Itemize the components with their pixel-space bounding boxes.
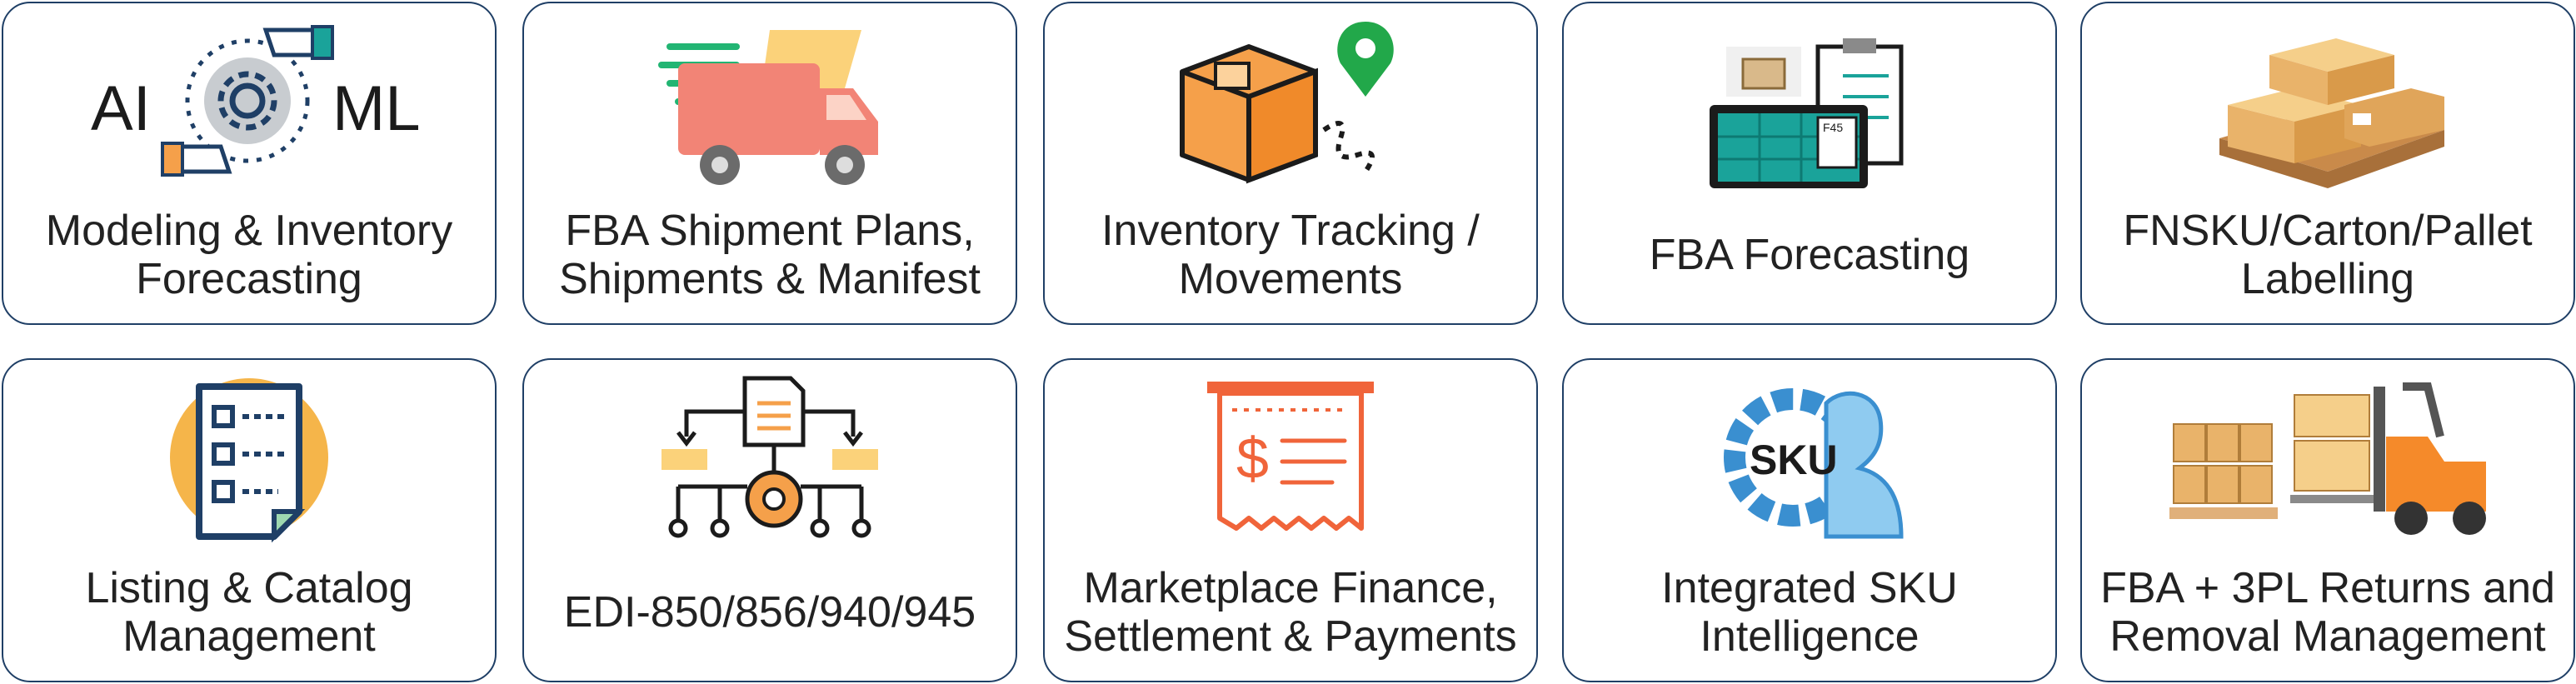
svg-text:ML: ML [332, 73, 421, 144]
card-title-line1: Modeling & Inventory [45, 207, 453, 255]
card-returns-removal[interactable]: FBA + 3PL Returns and Removal Management [2080, 358, 2575, 682]
card-title-line1: FBA + 3PL Returns and [2100, 563, 2555, 612]
box-location-pin-icon [1045, 13, 1536, 188]
delivery-truck-icon [524, 13, 1016, 188]
card-title-line1: EDI-850/856/940/945 [563, 587, 976, 637]
card-title-line1: FBA Shipment Plans, [565, 207, 975, 255]
document-flow-gear-icon [524, 370, 1016, 545]
card-title-line1: Inventory Tracking / [1101, 207, 1480, 255]
card-title-line1: Listing & Catalog [85, 563, 413, 612]
card-marketplace-finance[interactable]: $ Marketplace Finance, Settlement & Paym… [1043, 358, 1538, 682]
card-title-line2: Removal Management [2109, 612, 2546, 661]
card-title-line2: Movements [1178, 255, 1403, 303]
card-title-line1: Integrated SKU [1661, 563, 1958, 612]
svg-text:F45: F45 [1823, 121, 1843, 134]
card-title-line2: Intelligence [1700, 612, 1920, 661]
card-title-line1: FBA Forecasting [1649, 231, 1970, 279]
ai-ml-gear-hands-icon: AI ML [3, 13, 495, 188]
checklist-document-icon [3, 370, 495, 545]
card-fba-shipment-plans[interactable]: FBA Shipment Plans, Shipments & Manifest [522, 2, 1017, 325]
svg-text:SKU: SKU [1750, 437, 1838, 483]
card-title-line2: Management [122, 612, 376, 661]
pallet-boxes-icon [2082, 13, 2574, 188]
card-fnsku-labelling[interactable]: FNSKU/Carton/Pallet Labelling [2080, 2, 2575, 325]
sku-gear-person-icon: SKU [1564, 370, 2055, 545]
svg-text:$: $ [1236, 426, 1269, 491]
laptop-checklist-icon: F45 [1564, 13, 2055, 188]
svg-text:AI: AI [91, 73, 151, 144]
card-title-line2: Forecasting [136, 255, 362, 303]
card-title-line1: FNSKU/Carton/Pallet [2123, 207, 2533, 255]
card-title-line2: Shipments & Manifest [559, 255, 981, 303]
card-modeling-inventory-forecasting[interactable]: AI ML Modeling & Inventory Forecasting [2, 2, 497, 325]
forklift-pallets-icon [2082, 370, 2574, 545]
receipt-dollar-icon: $ [1045, 370, 1536, 545]
card-title-line2: Settlement & Payments [1064, 612, 1517, 661]
card-title-line1: Marketplace Finance, [1083, 563, 1498, 612]
card-inventory-tracking[interactable]: Inventory Tracking / Movements [1043, 2, 1538, 325]
card-fba-forecasting[interactable]: F45 FBA Forecasting [1562, 2, 2057, 325]
card-integrated-sku[interactable]: SKU Integrated SKU Intelligence [1562, 358, 2057, 682]
card-title-line2: Labelling [2240, 255, 2415, 303]
card-edi[interactable]: EDI-850/856/940/945 [522, 358, 1017, 682]
card-listing-catalog[interactable]: Listing & Catalog Management [2, 358, 497, 682]
